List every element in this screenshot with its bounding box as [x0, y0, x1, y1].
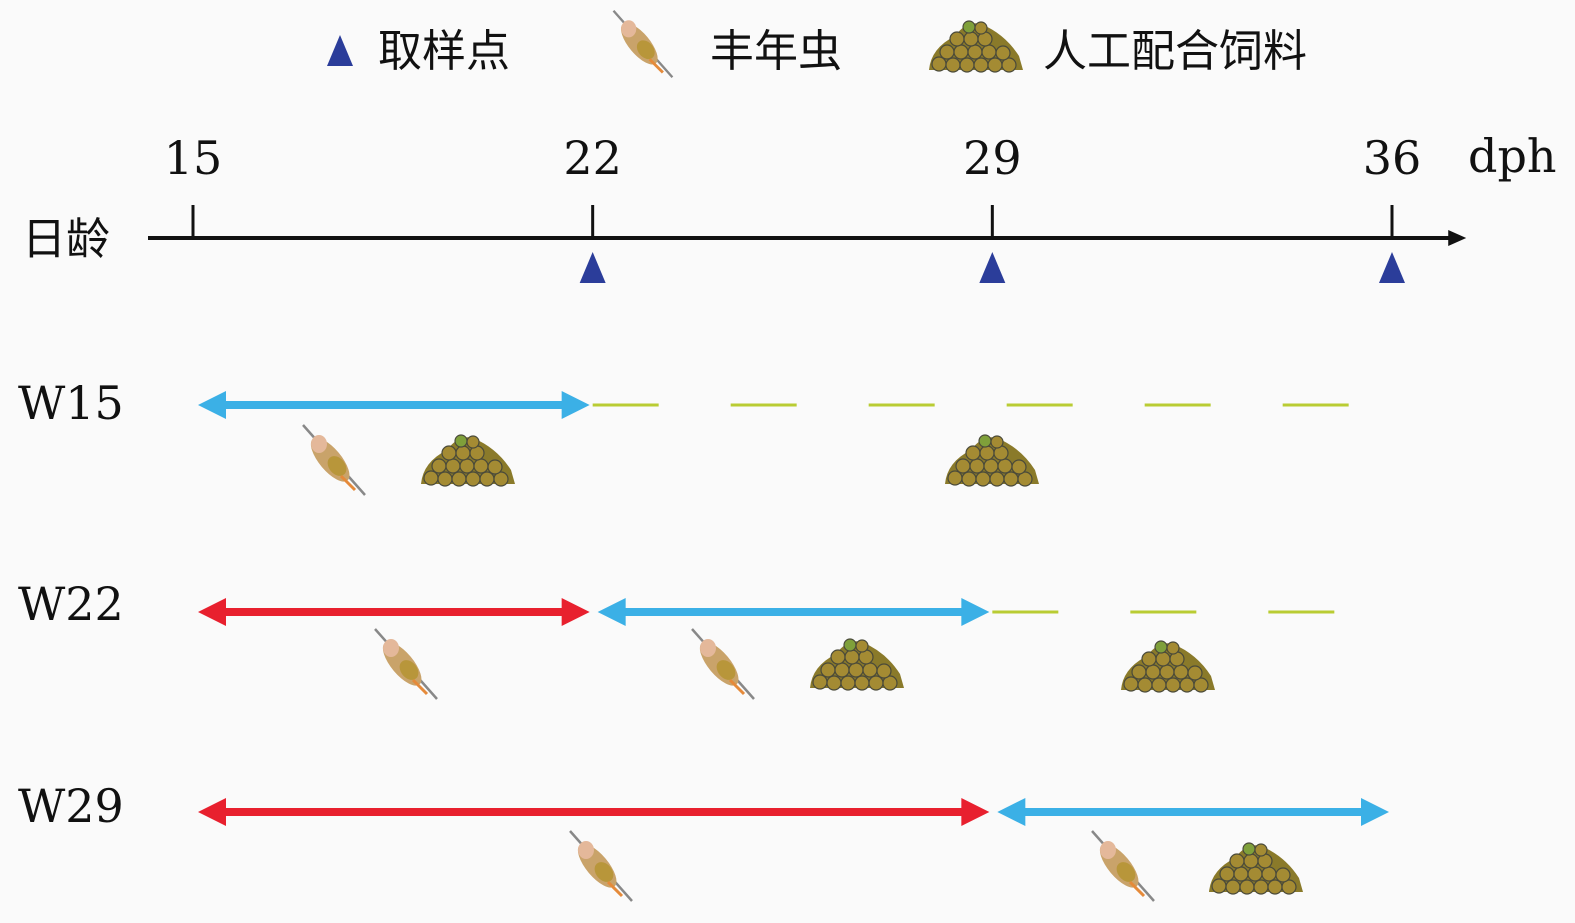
artemia-icon: [568, 829, 634, 903]
feed-pellets-icon: [928, 20, 1024, 73]
feed-pellets-icon: [1120, 640, 1216, 693]
sampling-triangle-icon: [327, 35, 353, 66]
tick-label-22: 22: [563, 131, 622, 185]
artemia-icon: [690, 627, 756, 701]
artemia-icon: [612, 9, 674, 79]
row-label-w22: W22: [18, 577, 124, 631]
feed-pellets-icon: [1208, 842, 1304, 895]
legend-artemia-label: 丰年虫: [710, 26, 842, 77]
feed-pellets-icon: [944, 434, 1040, 487]
row-label-w15: W15: [18, 376, 124, 430]
tick-label-29: 29: [963, 131, 1022, 185]
feed-pellets-icon: [420, 434, 516, 487]
row-label-w29: W29: [18, 779, 124, 833]
artemia-period-arrow: [198, 798, 990, 826]
age-axis: 日龄 dph 15 22 29 36: [22, 129, 1557, 283]
weaning-period-arrow: [597, 598, 990, 626]
axis-label: 日龄: [22, 214, 110, 265]
legend: 取样点 丰年虫 人工配合饲料: [327, 9, 1307, 79]
tick-label-36: 36: [1363, 131, 1422, 185]
artemia-icon: [301, 423, 367, 497]
feed-pellets-icon: [809, 638, 905, 691]
sampling-point-marker: [579, 252, 606, 283]
artemia-period-arrow: [198, 598, 590, 626]
legend-feed-label: 人工配合饲料: [1043, 26, 1307, 77]
weaning-period-arrow: [198, 391, 590, 419]
axis-arrowhead: [1448, 230, 1467, 246]
treatment-rows: [198, 391, 1389, 826]
sampling-point-marker: [1379, 252, 1405, 283]
axis-unit: dph: [1468, 129, 1557, 183]
legend-sampling-label: 取样点: [378, 26, 510, 77]
weaning-period-arrow: [997, 798, 1389, 826]
sampling-point-marker: [979, 252, 1006, 283]
tick-label-15: 15: [164, 131, 223, 185]
artemia-icon: [1090, 829, 1156, 903]
artemia-icon: [373, 627, 439, 701]
